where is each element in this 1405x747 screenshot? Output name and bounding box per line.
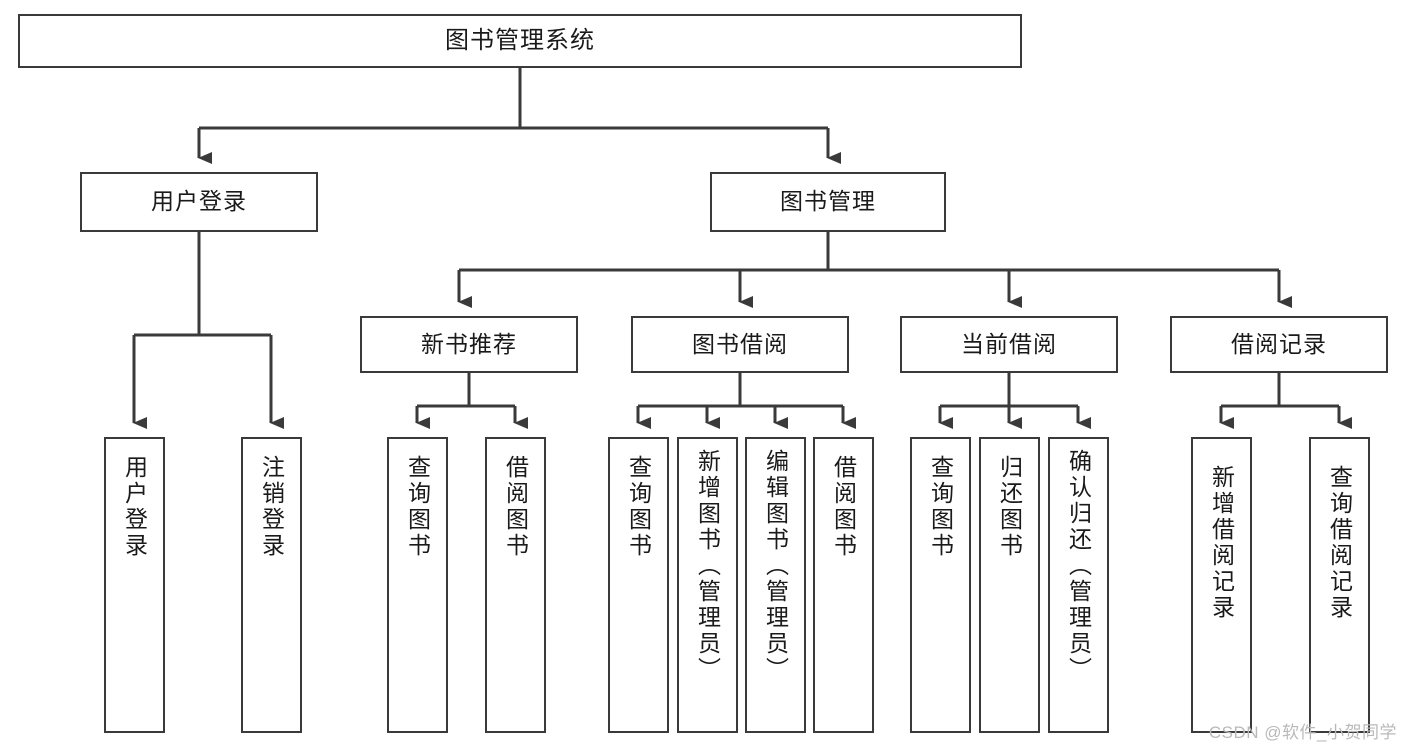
node-label: 图书管理系统 <box>445 26 595 54</box>
node-label: 查询图书 <box>404 455 431 559</box>
node-label: 查询借阅记录 <box>1326 465 1353 621</box>
node-label: 借阅图书 <box>502 455 529 559</box>
csdn-watermark: CSDN @软件_小贺同学 <box>1208 723 1397 742</box>
node-user-login[interactable]: 用户登录 <box>80 172 318 232</box>
node-label: 新增图书（管理员） <box>694 449 721 683</box>
node-root-book-management-system[interactable]: 图书管理系统 <box>18 14 1022 68</box>
node-leaf-user-logout[interactable]: 注销登录 <box>241 437 302 733</box>
node-book-manage[interactable]: 图书管理 <box>710 172 946 232</box>
node-label: 查询图书 <box>625 455 652 559</box>
node-label: 用户登录 <box>151 188 247 215</box>
node-label: 确认归还（管理员） <box>1065 449 1092 683</box>
node-label: 借阅图书 <box>830 455 857 559</box>
node-label: 用户登录 <box>121 455 148 559</box>
node-book-borrow[interactable]: 图书借阅 <box>631 316 849 373</box>
node-leaf-query-book-2[interactable]: 查询图书 <box>608 437 669 733</box>
node-leaf-add-book[interactable]: 新增图书（管理员） <box>677 437 738 733</box>
node-label: 当前借阅 <box>961 330 1057 357</box>
node-label: 编辑图书（管理员） <box>762 449 789 683</box>
node-label: 图书借阅 <box>692 330 788 357</box>
node-leaf-query-book-3[interactable]: 查询图书 <box>910 437 971 733</box>
node-leaf-add-record[interactable]: 新增借阅记录 <box>1191 437 1252 733</box>
node-leaf-user-login[interactable]: 用户登录 <box>104 437 165 733</box>
node-current-borrow[interactable]: 当前借阅 <box>900 316 1118 373</box>
node-label: 新增借阅记录 <box>1208 465 1235 621</box>
node-leaf-edit-book[interactable]: 编辑图书（管理员） <box>745 437 806 733</box>
node-new-book-recommend[interactable]: 新书推荐 <box>360 316 578 373</box>
node-label: 图书管理 <box>780 188 876 215</box>
node-label: 归还图书 <box>996 455 1023 559</box>
node-leaf-confirm-return[interactable]: 确认归还（管理员） <box>1048 437 1109 733</box>
node-leaf-return-book[interactable]: 归还图书 <box>979 437 1040 733</box>
node-label: 借阅记录 <box>1231 330 1327 357</box>
node-leaf-query-record[interactable]: 查询借阅记录 <box>1309 437 1370 733</box>
node-leaf-query-book-1[interactable]: 查询图书 <box>387 437 448 733</box>
node-leaf-borrow-book-2[interactable]: 借阅图书 <box>813 437 874 733</box>
node-label: 新书推荐 <box>421 330 517 357</box>
node-borrow-record[interactable]: 借阅记录 <box>1170 316 1388 373</box>
node-label: 查询图书 <box>927 455 954 559</box>
node-leaf-borrow-book-1[interactable]: 借阅图书 <box>485 437 546 733</box>
node-label: 注销登录 <box>258 455 285 559</box>
